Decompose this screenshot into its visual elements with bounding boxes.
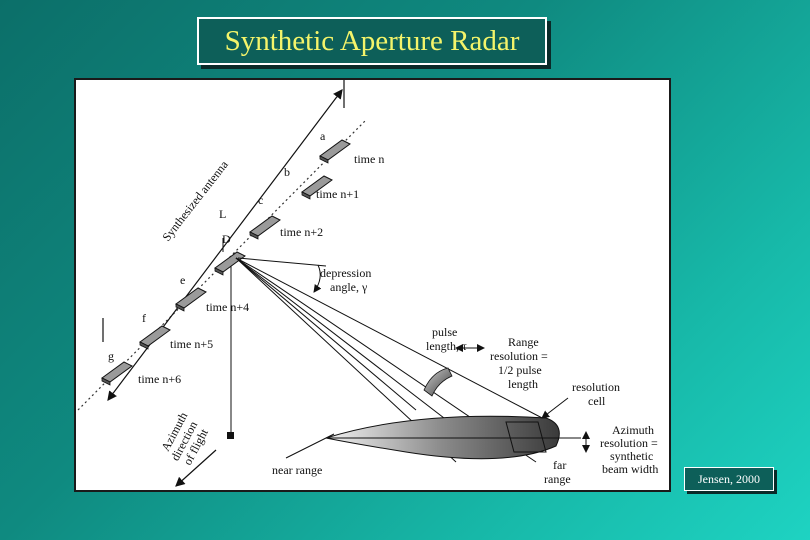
resolution-cell-label-1: resolution: [572, 380, 620, 394]
antenna-d: [214, 251, 246, 276]
azimuth-direction-arrow: [175, 449, 217, 487]
position-f-label: f: [142, 311, 146, 325]
synthesized-antenna-label: Synthesized antenna: [159, 157, 231, 244]
range-resolution-label-3: 1/2 pulse: [498, 363, 542, 377]
near-range-label: near range: [272, 463, 322, 477]
antenna-f: [139, 325, 171, 350]
depression-label-2: angle, γ: [330, 280, 368, 294]
depression-label-1: depression: [320, 266, 371, 280]
time-n1-label: time n+1: [316, 187, 359, 201]
antenna-c: [249, 215, 281, 240]
azimuth-resolution-label-2: resolution =: [600, 436, 658, 450]
pulse-label-2: length, τ: [426, 339, 467, 353]
time-n4-label: time n+4: [206, 300, 249, 314]
D-label: D: [222, 232, 231, 246]
range-resolution-label-4: length: [508, 377, 538, 391]
time-n-label: time n: [354, 152, 384, 166]
azimuth-resolution-label-4: beam width: [602, 462, 658, 476]
far-range-label-2: range: [544, 472, 571, 486]
credit-label: Jensen, 2000: [698, 471, 760, 486]
pulse-label-1: pulse: [432, 325, 457, 339]
slide-title: Synthetic Aperture Radar: [224, 24, 520, 57]
azimuth-direction-label: Azimuth direction of flight: [158, 410, 211, 468]
near-range-pointer: [285, 433, 335, 459]
sar-figure-panel: Synthesized antenna L D a b c e f g time…: [74, 78, 671, 492]
antenna-a: [319, 139, 351, 164]
range-resolution-label-2: resolution =: [490, 349, 548, 363]
nadir-point: [227, 432, 234, 439]
range-resolution-label-1: Range: [508, 335, 539, 349]
azimuth-resolution-label-1: Azimuth: [612, 423, 654, 437]
position-a-label: a: [320, 129, 326, 143]
L-label: L: [219, 207, 226, 221]
time-n6-label: time n+6: [138, 372, 181, 386]
position-c-label: c: [258, 193, 263, 207]
resolution-cell-label-2: cell: [588, 394, 606, 408]
resolution-cell-arrow: [541, 397, 569, 419]
position-e-label: e: [180, 273, 185, 287]
depression-angle-arc: [313, 264, 322, 293]
position-b-label: b: [284, 165, 290, 179]
resolution-cell-shape: [505, 421, 547, 453]
azimuth-resolution-label-3: synthetic: [610, 449, 653, 463]
time-n2-label: time n+2: [280, 225, 323, 239]
sar-diagram: Synthesized antenna L D a b c e f g time…: [77, 80, 658, 487]
credit-box: Jensen, 2000: [684, 467, 774, 491]
radar-pulse: [423, 367, 453, 397]
far-range-label-1: far: [553, 458, 566, 472]
horizontal-reference: [237, 257, 327, 267]
ground-footprint: [325, 415, 560, 460]
title-box: Synthetic Aperture Radar: [197, 17, 547, 65]
antenna-e: [175, 287, 207, 312]
position-g-label: g: [108, 349, 114, 363]
time-n5-label: time n+5: [170, 337, 213, 351]
